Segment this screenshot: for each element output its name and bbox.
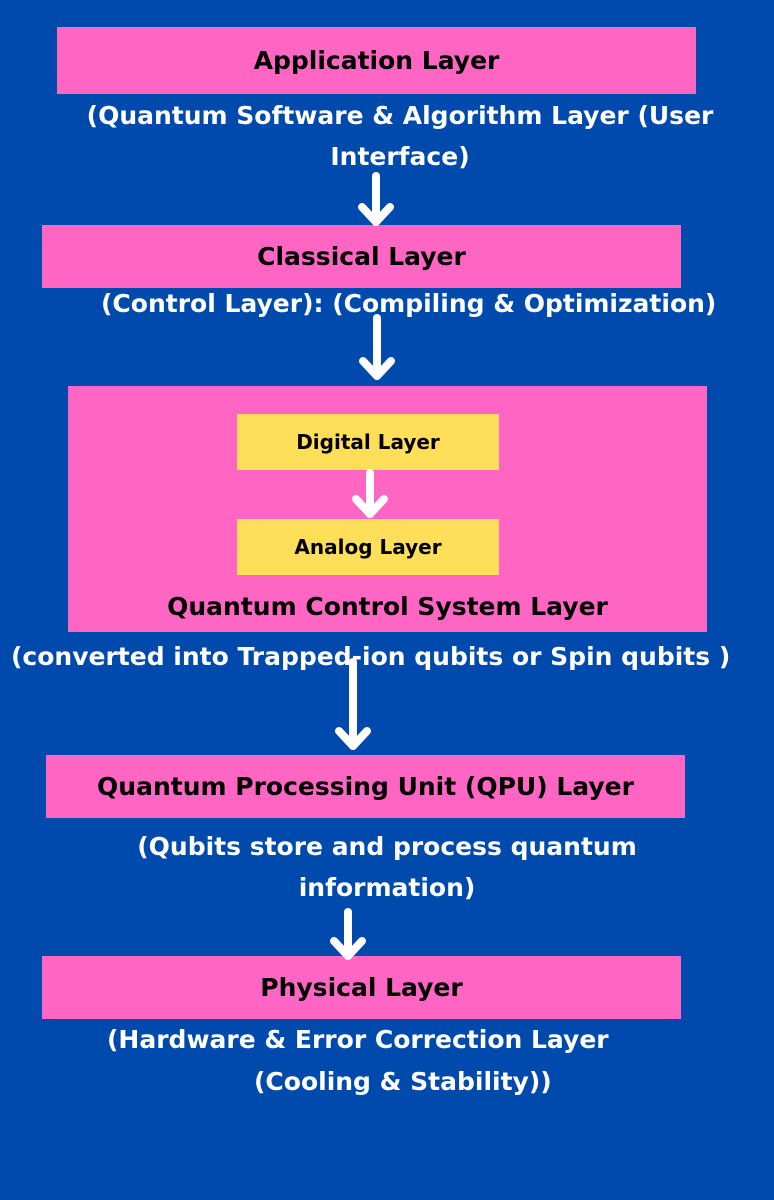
digital-layer-label: Digital Layer xyxy=(296,430,440,454)
qpu-layer-label: Quantum Processing Unit (QPU) Layer xyxy=(97,772,634,801)
classical-layer-label: Classical Layer xyxy=(257,242,466,271)
analog-layer-box: Analog Layer xyxy=(237,519,499,575)
physical-layer-box: Physical Layer xyxy=(42,956,681,1019)
arrow-classical-to-control xyxy=(359,314,395,380)
classical-layer-box: Classical Layer xyxy=(42,225,681,288)
qpu-layer-desc: (Qubits store and process quantum inform… xyxy=(77,826,697,908)
application-layer-label: Application Layer xyxy=(253,46,500,75)
qpu-layer-box: Quantum Processing Unit (QPU) Layer xyxy=(46,755,685,818)
application-layer-desc: (Quantum Software & Algorithm Layer (Use… xyxy=(60,95,740,177)
physical-layer-label: Physical Layer xyxy=(260,973,463,1002)
digital-layer-box: Digital Layer xyxy=(237,414,499,470)
classical-layer-desc: (Control Layer): (Compiling & Optimizati… xyxy=(101,289,717,318)
qpu-layer-desc-line2: information) xyxy=(298,873,476,902)
physical-layer-desc-line1: (Hardware & Error Correction Layer xyxy=(107,1025,609,1054)
application-layer-box: Application Layer xyxy=(57,27,696,94)
quantum-control-system-desc: (converted into Trapped-ion qubits or Sp… xyxy=(11,642,731,671)
analog-layer-label: Analog Layer xyxy=(294,535,442,559)
qpu-layer-desc-line1: (Qubits store and process quantum xyxy=(137,832,637,861)
physical-layer-desc-line2: (Cooling & Stability)) xyxy=(254,1067,552,1096)
application-layer-desc-line2: Interface) xyxy=(330,142,470,171)
arrow-qpu-to-physical xyxy=(330,908,366,960)
quantum-control-system-label: Quantum Control System Layer xyxy=(167,592,608,621)
application-layer-desc-line1: (Quantum Software & Algorithm Layer (Use… xyxy=(86,101,714,130)
arrow-application-to-classical xyxy=(358,172,394,226)
